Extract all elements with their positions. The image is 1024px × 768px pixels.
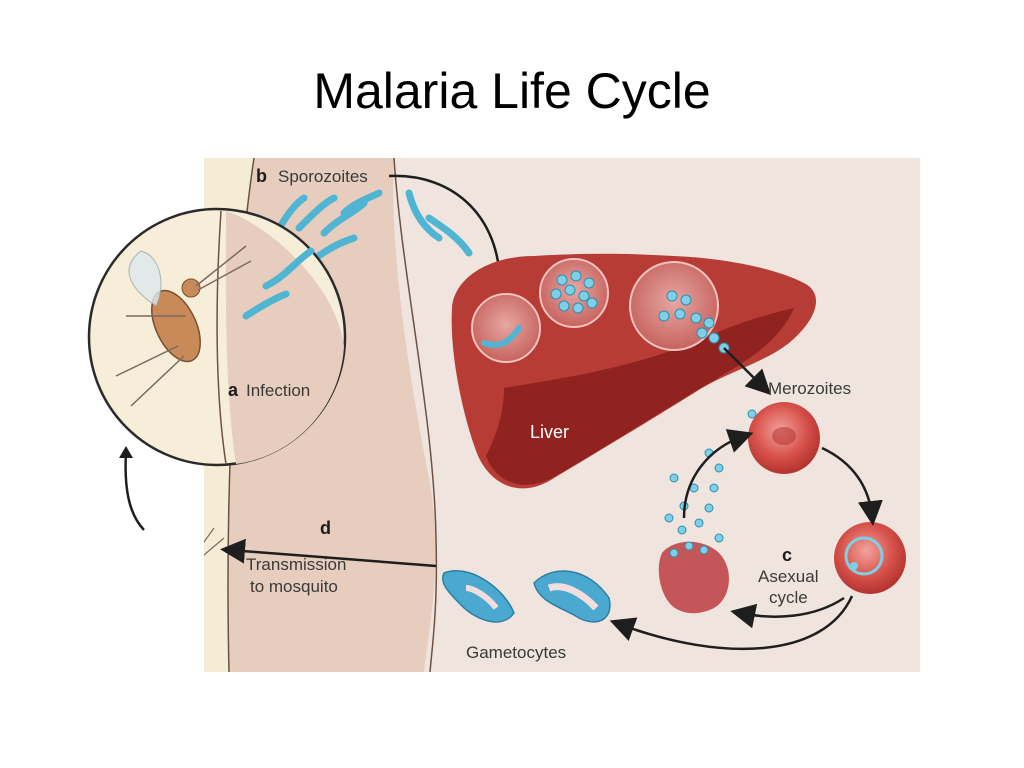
liver-label: Liver (530, 422, 569, 442)
gametocytes-label: Gametocytes (466, 643, 566, 662)
infection-label: Infection (246, 381, 310, 400)
slide-title: Malaria Life Cycle (313, 63, 711, 119)
hepatocyte-2 (539, 258, 609, 328)
gametocytes-group (442, 570, 611, 623)
schizont-bursting (658, 448, 730, 614)
liver-lobe-shadow (486, 308, 794, 485)
arrow-liver-to-merozoites (723, 347, 772, 396)
diagram-canvas: b Sporozoites Liver Merozoites (204, 158, 906, 672)
arrow-rbc-to-ring (821, 446, 883, 526)
infection-inset: a Infection (87, 207, 347, 467)
merozoites-label: Merozoites (768, 379, 851, 398)
gametocyte (442, 570, 515, 623)
gametocyte-body (547, 583, 599, 611)
arrow-ring-to-schizont (730, 596, 845, 629)
sporozoite (405, 189, 443, 242)
sporozoites-label: Sporozoites (278, 167, 368, 186)
arrow-schizont-to-rbc (682, 429, 754, 519)
sporozoite (320, 199, 368, 237)
arrow-transmission (220, 538, 437, 568)
transmission-label-line2: to mosquito (250, 577, 338, 596)
asexual-cycle-letter: c (782, 545, 792, 565)
transmission-letter: d (320, 518, 331, 538)
hepatocyte-1 (471, 293, 541, 363)
limb-crease (393, 158, 438, 672)
sporozoite (340, 189, 383, 217)
mosquito-small-icon (204, 527, 225, 556)
asexual-cycle-label-line1: Asexual (758, 567, 818, 586)
transmission-label-line1: Transmission (246, 555, 346, 574)
arrow-to-gametocytes (609, 595, 854, 651)
infection-letter: a (228, 380, 239, 400)
sporozoite (295, 194, 338, 232)
sporozoite (425, 214, 473, 257)
gametocyte (533, 570, 611, 623)
sporozoites-group (260, 189, 473, 267)
red-blood-cell-top (747, 402, 820, 474)
sporozoite-in-hepatocyte (481, 325, 522, 348)
life-cycle-diagram: b Sporozoites Liver Merozoites (87, 158, 920, 672)
red-blood-cell-ring-stage (834, 522, 906, 594)
sporozoite (242, 290, 290, 320)
asexual-cycle-label-line2: cycle (769, 588, 808, 607)
sporozoites-letter: b (256, 166, 267, 186)
arrow-mosquito-to-infection (119, 446, 145, 531)
gametocyte-body (465, 585, 499, 610)
sporozoite (262, 247, 315, 290)
mosquito-large-icon (115, 245, 252, 407)
